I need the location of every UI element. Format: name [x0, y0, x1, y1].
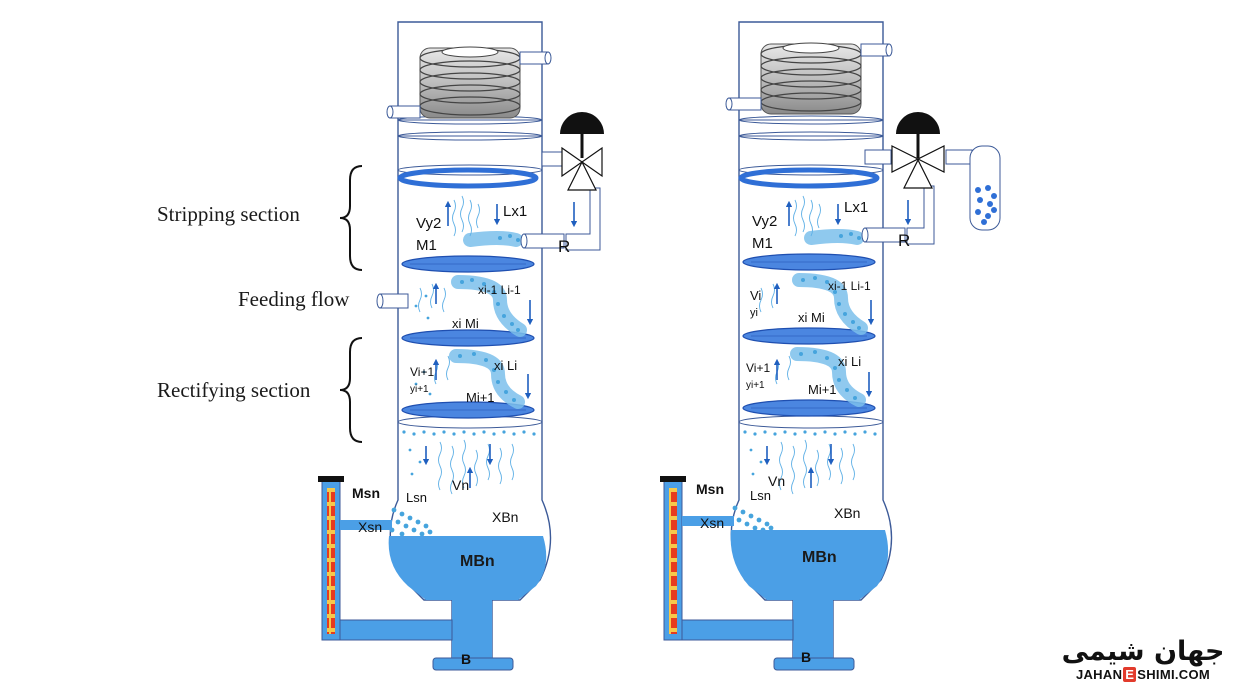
- label-vi: Vi: [750, 288, 761, 303]
- label-msn: Msn: [352, 485, 380, 501]
- label-vn: Vn: [452, 477, 469, 493]
- variable-labels-right: Vy2 M1 Lx1 R xi-1 Li-1 Vi yi xi Mi xi Li…: [696, 199, 910, 665]
- product-receiver: [969, 145, 1001, 231]
- label-yi: yi: [750, 307, 758, 319]
- label-vi1: Vi+1: [410, 365, 434, 379]
- label-msn: Msn: [696, 481, 724, 497]
- label-xsn: Xsn: [358, 519, 382, 535]
- label-b: B: [801, 649, 811, 665]
- label-xi-mi: xi Mi: [452, 316, 479, 331]
- label-yi1: yi+1: [746, 380, 765, 391]
- label-xbn: XBn: [492, 509, 518, 525]
- tray: [742, 253, 876, 417]
- label-m1: M1: [416, 237, 437, 254]
- label-vy2: Vy2: [416, 215, 441, 232]
- control-valve: [891, 112, 945, 189]
- label-mbn: MBn: [460, 553, 495, 570]
- top-ring: [738, 167, 880, 189]
- reflux-pipe: [861, 149, 973, 245]
- feed-pipe: [376, 293, 409, 309]
- label-b: B: [461, 651, 471, 667]
- reboiler-liquid: [388, 536, 547, 658]
- reflux-pipe: [520, 151, 601, 251]
- label-xi-mi: xi Mi: [798, 310, 825, 325]
- label-xbn: XBn: [834, 505, 860, 521]
- label-vi1: Vi+1: [746, 361, 770, 375]
- condenser-coil: [419, 46, 521, 119]
- rectifying-section-label: Rectifying section: [157, 378, 311, 402]
- label-yi1: yi+1: [410, 384, 429, 395]
- label-lx1: Lx1: [503, 203, 527, 220]
- variable-labels-left: Vy2 M1 Lx1 R xi-1 Li-1 xi Mi xi Li Vi+1 …: [352, 203, 570, 667]
- control-valve: [560, 112, 604, 191]
- label-xi-li: xi Li: [494, 358, 517, 373]
- column-right: [660, 21, 1001, 671]
- label-xim1-lim1: xi-1 Li-1: [828, 279, 871, 293]
- label-reflux: R: [558, 237, 570, 256]
- section-braces: [339, 165, 363, 443]
- top-ring: [397, 167, 539, 189]
- label-lsn: Lsn: [750, 488, 771, 503]
- coolant-pipes: [725, 43, 893, 111]
- tray: [401, 255, 535, 419]
- label-vy2: Vy2: [752, 213, 777, 230]
- column-left: [318, 21, 604, 671]
- label-xi-li: xi Li: [838, 354, 861, 369]
- feeding-flow-label: Feeding flow: [238, 287, 350, 311]
- condenser-coil: [760, 42, 862, 115]
- label-vn: Vn: [768, 473, 785, 489]
- stripping-section-label: Stripping section: [157, 202, 300, 226]
- label-reflux: R: [898, 231, 910, 250]
- logo-name: جهان شیمی: [1061, 636, 1225, 667]
- label-xim1-lim1: xi-1 Li-1: [478, 283, 521, 297]
- label-mi1: Mi+1: [808, 382, 837, 397]
- label-xsn: Xsn: [700, 515, 724, 531]
- label-mbn: MBn: [802, 549, 837, 566]
- coolant-pipes: [386, 51, 552, 119]
- level-gauge: [318, 476, 453, 641]
- label-m1: M1: [752, 235, 773, 252]
- label-lsn: Lsn: [406, 490, 427, 505]
- label-mi1: Mi+1: [466, 390, 495, 405]
- level-gauge: [660, 476, 794, 641]
- label-lx1: Lx1: [844, 199, 868, 216]
- reboiler-liquid: [730, 530, 889, 658]
